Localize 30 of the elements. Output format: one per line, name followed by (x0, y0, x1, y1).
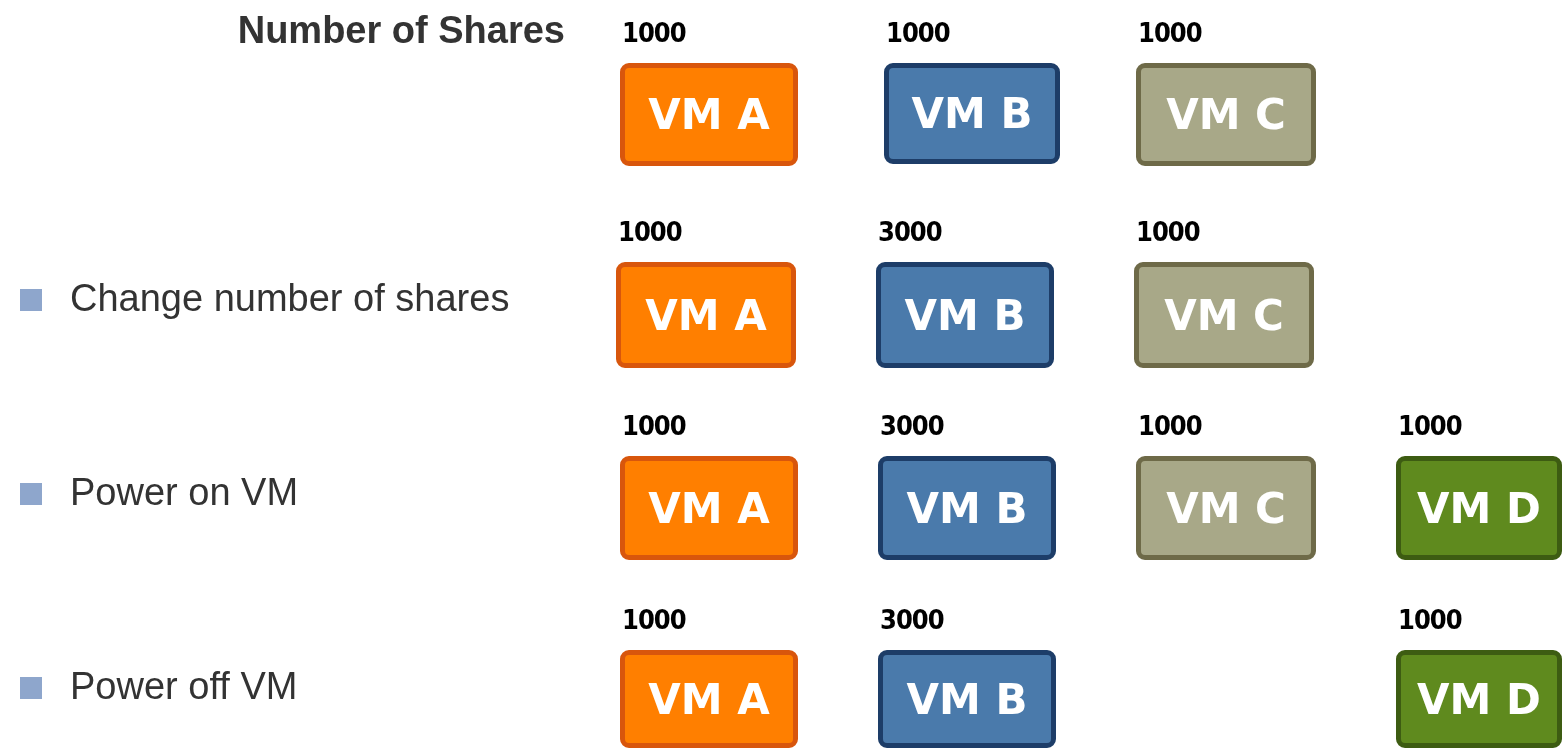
vm-box: VM A (616, 262, 796, 368)
share-count: 1000 (1398, 604, 1462, 635)
bullet-text: Power on VM (70, 471, 299, 514)
vm-box: VM D (1396, 650, 1562, 748)
vm-box: VM A (620, 456, 798, 560)
share-count: 1000 (886, 17, 950, 48)
heading: Number of Shares (237, 9, 565, 52)
bullet-text: Power off VM (70, 665, 298, 708)
vm-box: VM C (1136, 456, 1316, 560)
vm-box: VM D (1396, 456, 1562, 560)
bullet-text: Change number of shares (70, 277, 510, 320)
vm-box: VM B (878, 650, 1056, 748)
vm-box: VM A (620, 650, 798, 748)
share-count: 3000 (880, 410, 944, 441)
share-count: 1000 (618, 216, 682, 247)
share-count: 1000 (1398, 410, 1462, 441)
share-count: 3000 (878, 216, 942, 247)
vm-box: VM B (878, 456, 1056, 560)
share-count: 1000 (622, 17, 686, 48)
share-count: 3000 (880, 604, 944, 635)
share-count: 1000 (1138, 410, 1202, 441)
vm-box: VM B (884, 63, 1060, 164)
vm-box: VM A (620, 63, 798, 166)
share-count: 1000 (1138, 17, 1202, 48)
share-count: 1000 (622, 604, 686, 635)
vm-box: VM B (876, 262, 1054, 368)
share-count: 1000 (622, 410, 686, 441)
vm-box: VM C (1134, 262, 1314, 368)
vm-box: VM C (1136, 63, 1316, 166)
share-count: 1000 (1136, 216, 1200, 247)
